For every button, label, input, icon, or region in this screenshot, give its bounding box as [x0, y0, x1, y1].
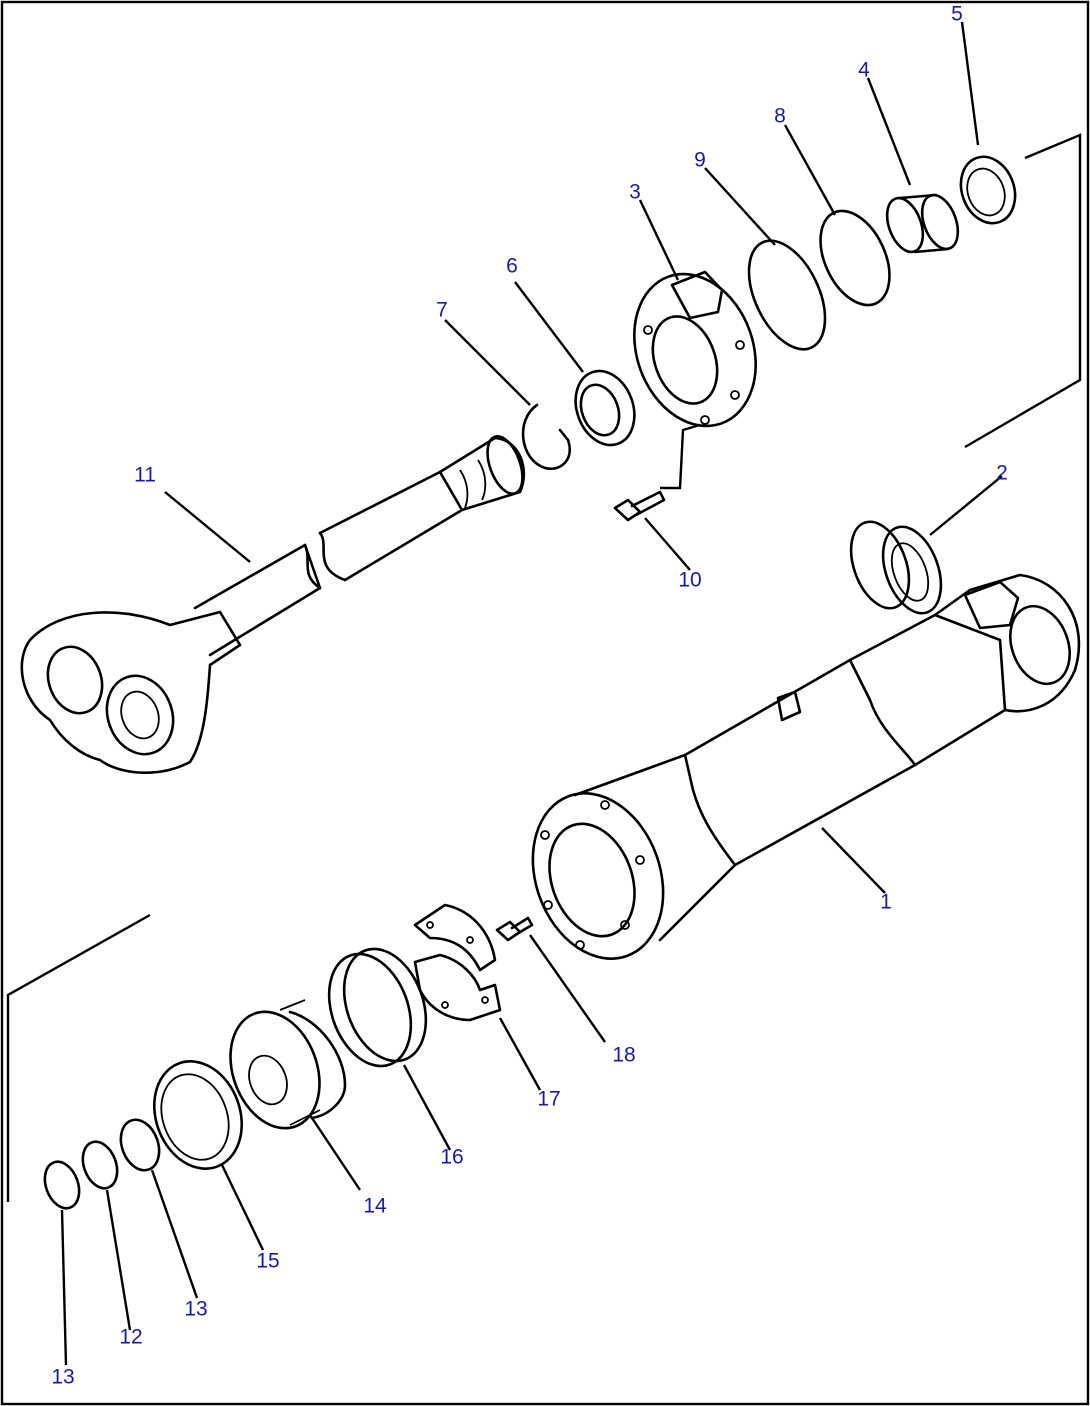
section-bracket-left [6, 913, 151, 1202]
piston-rod [20, 435, 526, 774]
callout-11: 11 [134, 463, 156, 487]
backup-ring [747, 239, 827, 351]
callout-18: 18 [612, 1043, 636, 1067]
callout-12: 12 [119, 1325, 143, 1349]
callout-15: 15 [256, 1249, 280, 1273]
bushing-2 [849, 520, 943, 615]
bushing-4 [885, 193, 960, 254]
piston [229, 999, 347, 1130]
backup-ring-13b [43, 1160, 81, 1210]
callout-3: 3 [629, 180, 641, 204]
rod-packing [959, 155, 1017, 225]
callout-7: 7 [436, 298, 448, 322]
callout-13a: 13 [184, 1297, 208, 1321]
callout-17: 17 [537, 1087, 561, 1111]
callout-16: 16 [440, 1145, 464, 1169]
callout-2: 2 [996, 461, 1008, 485]
callout-1: 1 [880, 890, 892, 914]
cylinder-head [633, 270, 757, 428]
callout-8: 8 [774, 104, 786, 128]
wear-ring [327, 947, 428, 1068]
bolt-18 [495, 916, 534, 942]
callout-6: 6 [506, 254, 518, 278]
leader-lines [60, 21, 1003, 1366]
cylinder-tube [531, 573, 1081, 960]
piston-ring [152, 1060, 244, 1170]
callout-13b: 13 [51, 1365, 75, 1389]
callout-4: 4 [858, 58, 870, 82]
o-ring-12 [81, 1140, 119, 1190]
retainer [413, 903, 502, 1022]
callout-9: 9 [694, 148, 706, 172]
bolt-10 [613, 490, 666, 522]
backup-ring-13a [119, 1118, 161, 1172]
section-bracket-right [964, 133, 1082, 449]
callout-5: 5 [951, 2, 963, 26]
callout-10: 10 [678, 568, 702, 592]
dust-seal [574, 369, 636, 447]
snap-ring [521, 403, 571, 471]
callout-14: 14 [363, 1194, 387, 1218]
